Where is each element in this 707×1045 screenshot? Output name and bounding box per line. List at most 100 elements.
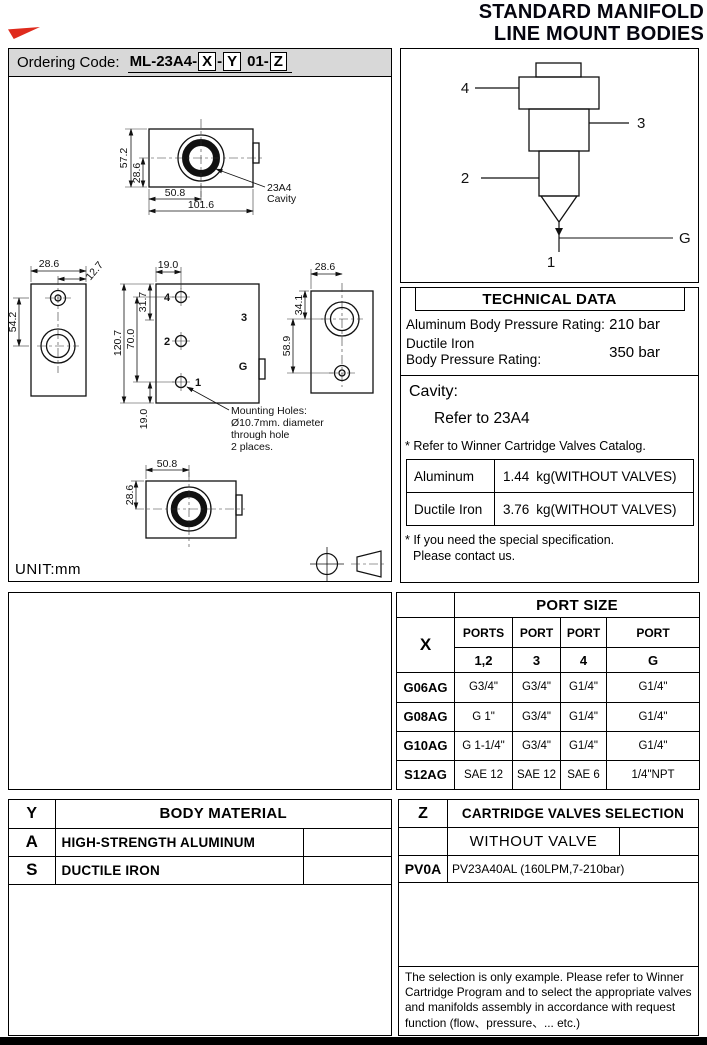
dim-54-2: 54.2 — [9, 312, 19, 333]
col-subheader-12: 1,2 — [454, 647, 513, 674]
dim-28-6-right: 28.6 — [315, 261, 336, 273]
dimension-drawing-svg: 57.2 28.6 50.8 101.6 23A4 Cavity — [9, 119, 387, 581]
without-valve-row: WITHOUT VALVE — [399, 828, 698, 856]
port-code: G08AG — [396, 701, 455, 732]
body-material-panel: Y BODY MATERIAL A HIGH-STRENGTH ALUMINUM… — [8, 799, 392, 1036]
port-size-title: PORT SIZE — [454, 591, 700, 619]
technical-data-panel: TECHNICAL DATA Aluminum Body Pressure Ra… — [400, 287, 699, 583]
port-value: G 1-1/4" — [454, 730, 513, 761]
ductile-rating-label: Ductile Iron Body Pressure Rating: — [406, 336, 541, 368]
brand-logo-mark — [8, 27, 40, 39]
cavity-label-line2: Cavity — [267, 193, 297, 205]
dim-70-0: 70.0 — [125, 329, 137, 350]
flow-arrow — [555, 228, 563, 236]
port-value: G1/4" — [560, 730, 607, 761]
mounting-note-line3: through hole — [231, 429, 290, 441]
ductile-rating-label-line2: Body Pressure Rating: — [406, 352, 542, 368]
dim-28-6-top: 28.6 — [131, 163, 143, 184]
ductile-rating-row: Ductile Iron Body Pressure Rating: 350 b… — [406, 336, 660, 368]
port-size-blank-cell — [396, 591, 455, 619]
col-header-port3: PORT — [512, 617, 561, 649]
valve-body-outline — [518, 62, 600, 224]
material-code: S — [9, 856, 56, 885]
port-value: G3/4" — [454, 672, 513, 703]
dim-28-6-bottom: 28.6 — [124, 485, 136, 506]
cartridge-z-header: Z — [399, 800, 448, 827]
col-subheader-4: 4 — [560, 647, 607, 674]
special-note: * If you need the special specification.… — [401, 526, 698, 564]
valve-description: PV23A40AL (160LPM,7-210bar) — [452, 862, 625, 876]
weight-material: Aluminum — [406, 459, 495, 494]
code-y-box: Y — [223, 52, 242, 71]
col-header-portg: PORT — [606, 617, 700, 649]
code-separator: - — [217, 53, 223, 70]
valve-row: PV0A PV23A40AL (160LPM,7-210bar) — [399, 856, 698, 883]
dim-101-6: 101.6 — [188, 199, 214, 211]
dim-50-8-bottom: 50.8 — [157, 458, 178, 470]
weight-number: 3.76 — [503, 501, 530, 517]
dimension-drawing: 57.2 28.6 50.8 101.6 23A4 Cavity — [9, 77, 391, 581]
dim-34-1: 34.1 — [293, 295, 305, 316]
cavity-label-line1: 23A4 — [267, 182, 292, 194]
dim-31-7: 31.7 — [137, 292, 149, 313]
cartridge-title: CARTRIDGE VALVES SELECTION — [461, 806, 685, 821]
dim-50-8-top: 50.8 — [165, 187, 186, 199]
code-mid: 01- — [247, 53, 269, 70]
aluminum-rating-label: Aluminum Body Pressure Rating: — [406, 317, 605, 332]
dim-28-6-left: 28.6 — [39, 258, 60, 270]
valve-code: PV0A — [399, 856, 448, 882]
port-1-label: 1 — [195, 377, 201, 389]
port-3-label: 3 — [241, 312, 247, 324]
without-valve-code-cell — [399, 828, 448, 855]
left-side-view: 28.6 12.7 54.2 — [9, 258, 106, 397]
page-title: STANDARD MANIFOLD LINE MOUNT BODIES — [479, 1, 704, 45]
port-value: G1/4" — [606, 730, 700, 761]
dim-120-7: 120.7 — [112, 330, 124, 356]
material-code: A — [9, 828, 56, 857]
third-angle-projection-icon — [351, 550, 387, 578]
port-size-row: G08AG G 1" G3/4" G1/4" G1/4" — [396, 701, 700, 732]
dim-58-9: 58.9 — [281, 336, 293, 357]
cavity-value: Refer to 23A4 — [434, 410, 530, 428]
port-size-table: PORT SIZE X PORTS PORT PORT PORT 1,2 3 4… — [396, 591, 700, 791]
port-value: G3/4" — [512, 672, 561, 703]
port-value: SAE 12 — [454, 759, 513, 791]
material-extra-cell — [303, 856, 391, 885]
special-note-line1: * If you need the special specification. — [405, 533, 615, 548]
cartridge-valves-panel: Z CARTRIDGE VALVES SELECTION WITHOUT VAL… — [398, 799, 699, 1036]
port-size-subheader-row: 1,2 3 4 G — [397, 647, 700, 674]
body-material-table: Y BODY MATERIAL A HIGH-STRENGTH ALUMINUM… — [9, 800, 391, 885]
body-material-row: A HIGH-STRENGTH ALUMINUM — [9, 828, 391, 857]
port-value: G1/4" — [606, 672, 700, 703]
port-4-label: 4 — [164, 292, 171, 304]
port-value: SAE 12 — [512, 759, 561, 791]
schematic-port-4-label: 4 — [461, 80, 469, 97]
port-value: G3/4" — [512, 730, 561, 761]
cavity-label: Cavity: — [409, 383, 458, 401]
port-code: S12AG — [396, 759, 455, 791]
aluminum-rating-row: Aluminum Body Pressure Rating: 210 bar — [406, 316, 660, 333]
body-material-title: BODY MATERIAL — [55, 800, 391, 829]
bottom-view: 50.8 28.6 — [124, 458, 245, 547]
schematic-port-1-label: 1 — [547, 254, 555, 271]
port-code: G06AG — [396, 672, 455, 703]
port-value: SAE 6 — [560, 759, 607, 791]
schematic-panel: 4 3 2 G 1 — [400, 48, 699, 283]
body-material-y-header: Y — [9, 800, 56, 829]
ordering-code-label: Ordering Code: — [17, 54, 120, 71]
schematic-port-g-label: G — [679, 230, 691, 247]
page-title-line1: STANDARD MANIFOLD — [478, 1, 704, 23]
port-value: G3/4" — [512, 701, 561, 732]
mounting-note-line4: 2 places. — [231, 441, 273, 453]
port-size-title-row: PORT SIZE — [396, 591, 700, 619]
schematic-svg: 4 3 2 G 1 — [461, 62, 691, 271]
datum-target-symbol — [310, 547, 344, 581]
weight-unit: kg(WITHOUT VALVES) — [536, 468, 677, 484]
page-footer-bar — [0, 1037, 707, 1045]
port-value: G1/4" — [560, 672, 607, 703]
